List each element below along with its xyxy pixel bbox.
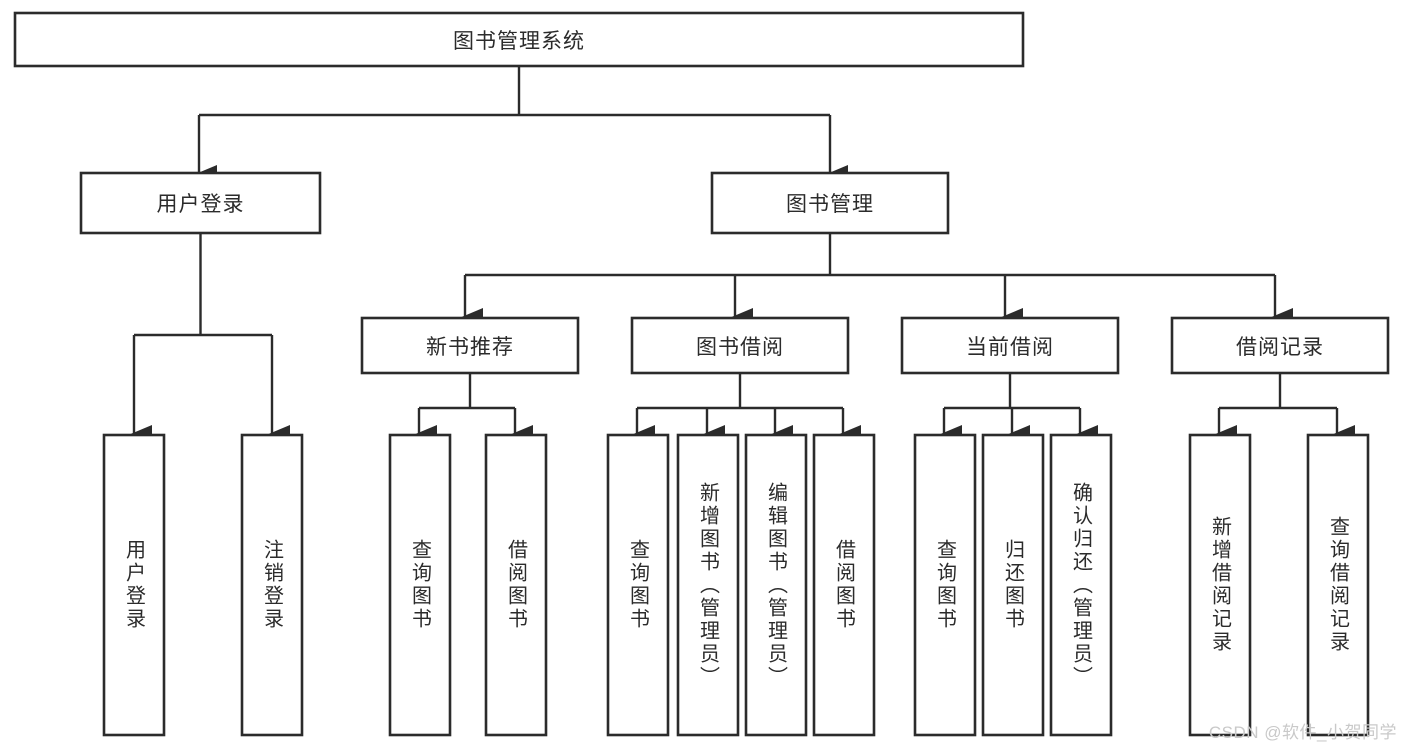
node-box-leaf-query-book-3[interactable]	[913, 433, 977, 737]
node-box-current-borrow[interactable]	[900, 316, 1120, 375]
node-box-leaf-edit-book[interactable]	[744, 433, 808, 737]
node-box-new-book-recommend[interactable]	[360, 316, 580, 375]
csdn-watermark: CSDN @软件_小贺同学	[1208, 723, 1397, 742]
node-box-leaf-user-login[interactable]	[102, 433, 166, 737]
node-box-book-borrow[interactable]	[630, 316, 850, 375]
node-box-book-manage[interactable]	[710, 171, 950, 235]
node-box-user-login[interactable]	[79, 171, 322, 235]
node-box-leaf-borrow-book-1[interactable]	[484, 433, 548, 737]
node-box-leaf-return-book[interactable]	[981, 433, 1045, 737]
node-box-leaf-borrow-book-2[interactable]	[812, 433, 876, 737]
node-box-leaf-add-book[interactable]	[676, 433, 740, 737]
node-box-leaf-query-book-2[interactable]	[606, 433, 670, 737]
node-box-leaf-query-record[interactable]	[1306, 433, 1370, 737]
node-box-root[interactable]	[13, 11, 1025, 68]
node-box-leaf-query-book-1[interactable]	[388, 433, 452, 737]
node-box-leaf-logout-login[interactable]	[240, 433, 304, 737]
node-box-leaf-confirm-return[interactable]	[1049, 433, 1113, 737]
node-box-leaf-add-record[interactable]	[1188, 433, 1252, 737]
node-box-borrow-record[interactable]	[1170, 316, 1390, 375]
